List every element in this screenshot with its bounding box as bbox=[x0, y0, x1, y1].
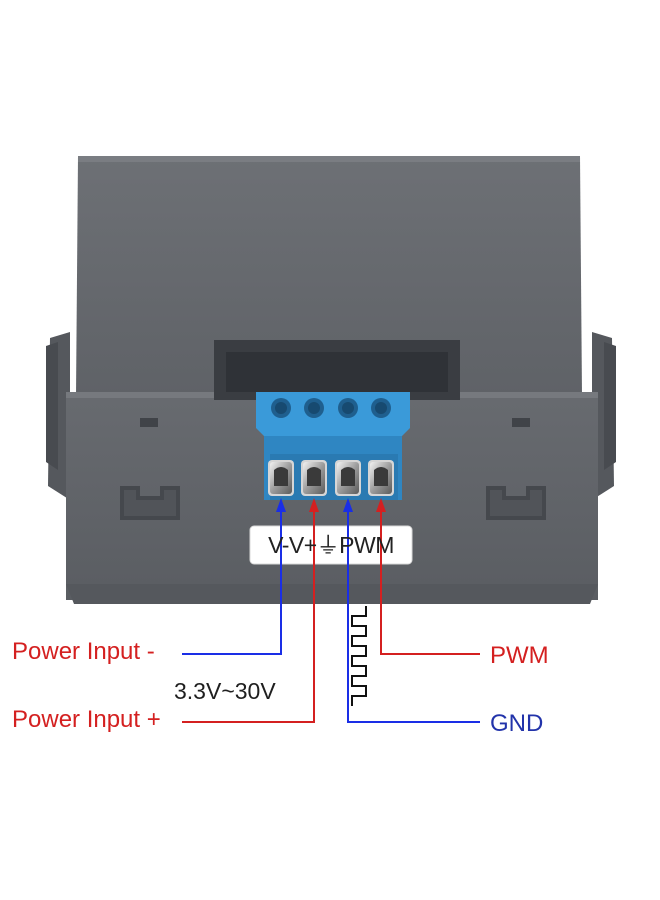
pwm-waveform-icon bbox=[351, 606, 367, 706]
housing-top bbox=[76, 156, 582, 396]
terminal-screws bbox=[268, 460, 394, 496]
wire-gnd bbox=[347, 512, 480, 723]
screw-gnd-icon bbox=[335, 460, 361, 496]
wire-power-minus bbox=[182, 512, 282, 655]
arrow-power-plus-icon bbox=[309, 498, 319, 512]
pin-label-text: V-V+⏚PWM bbox=[268, 532, 394, 558]
label-pwm: PWM bbox=[490, 642, 549, 669]
screw-v-plus-icon bbox=[301, 460, 327, 496]
pin-label-plate bbox=[249, 525, 413, 565]
label-gnd: GND bbox=[490, 710, 544, 737]
arrow-pwm-icon bbox=[376, 498, 386, 512]
wire-power-plus bbox=[182, 512, 315, 723]
screw-pwm-icon bbox=[368, 460, 394, 496]
label-power-input-minus: Power Input - bbox=[12, 638, 155, 665]
arrow-gnd-icon bbox=[343, 498, 353, 512]
terminal-holes bbox=[271, 398, 391, 418]
housing-slot-right bbox=[486, 418, 546, 520]
wires bbox=[182, 498, 480, 723]
label-power-input-plus: Power Input + bbox=[12, 706, 161, 733]
side-clip-left bbox=[46, 332, 70, 500]
screw-v-minus-icon bbox=[268, 460, 294, 496]
arrow-power-minus-icon bbox=[276, 498, 286, 512]
housing-slot-left bbox=[120, 418, 180, 520]
label-voltage-range: 3.3V~30V bbox=[174, 678, 276, 704]
wire-pwm bbox=[380, 512, 480, 655]
